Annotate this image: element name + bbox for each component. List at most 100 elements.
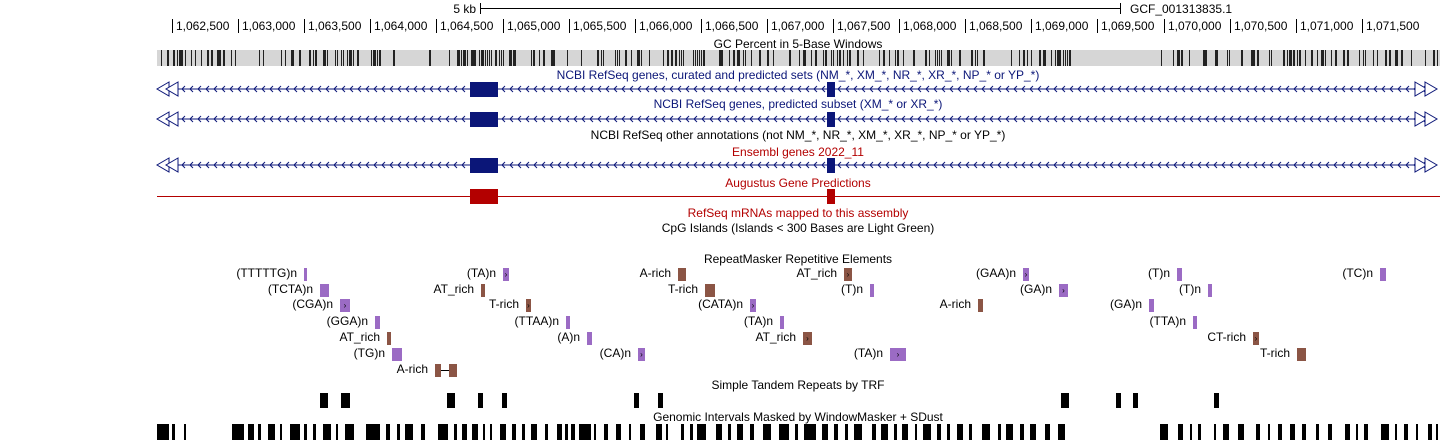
gc-percent-bar[interactable] xyxy=(325,50,326,66)
gc-percent-bar[interactable] xyxy=(263,50,264,66)
gc-percent-bar[interactable] xyxy=(743,50,744,66)
gc-percent-bar[interactable] xyxy=(509,50,511,66)
windowmasker-interval[interactable] xyxy=(594,424,596,440)
trf-repeat[interactable] xyxy=(1133,393,1138,408)
repeat-label[interactable]: (TA)n xyxy=(743,314,773,328)
windowmasker-interval[interactable] xyxy=(1290,424,1295,440)
windowmasker-interval[interactable] xyxy=(937,424,941,440)
gc-percent-bar[interactable] xyxy=(353,50,354,66)
gc-percent-bar[interactable] xyxy=(837,50,838,66)
gc-percent-bar[interactable] xyxy=(815,50,817,66)
repeat-element[interactable] xyxy=(304,268,307,281)
gc-percent-bar[interactable] xyxy=(693,50,694,66)
gc-percent-bar[interactable] xyxy=(219,50,221,66)
gc-percent-background[interactable] xyxy=(157,50,1440,66)
windowmasker-interval[interactable] xyxy=(1316,424,1319,440)
trf-repeat[interactable] xyxy=(502,393,507,408)
gc-percent-bar[interactable] xyxy=(539,50,540,66)
gc-percent-bar[interactable] xyxy=(631,50,632,66)
windowmasker-interval[interactable] xyxy=(750,424,754,440)
gc-percent-bar[interactable] xyxy=(201,50,202,66)
gc-percent-bar[interactable] xyxy=(773,50,774,66)
gc-percent-bar[interactable] xyxy=(185,50,186,66)
gc-percent-bar[interactable] xyxy=(959,50,961,66)
gc-percent-bar[interactable] xyxy=(879,50,880,66)
windowmasker-interval[interactable] xyxy=(157,424,169,440)
gc-percent-bar[interactable] xyxy=(223,50,225,66)
windowmasker-interval[interactable] xyxy=(834,424,838,440)
gc-percent-bar[interactable] xyxy=(895,50,896,66)
windowmasker-interval[interactable] xyxy=(1030,424,1036,440)
gc-percent-bar[interactable] xyxy=(1331,50,1332,66)
gc-percent-bar[interactable] xyxy=(481,50,483,66)
windowmasker-interval[interactable] xyxy=(1020,424,1024,440)
repeat-label[interactable]: (CA)n xyxy=(599,346,631,360)
gc-percent-bar[interactable] xyxy=(935,50,936,66)
repeat-element[interactable]: › xyxy=(1059,284,1068,297)
gc-percent-bar[interactable] xyxy=(161,50,162,66)
gc-percent-bar[interactable] xyxy=(457,50,459,66)
gene-exon[interactable] xyxy=(470,158,498,173)
gc-percent-bar[interactable] xyxy=(581,50,582,66)
continues-right-arrow[interactable] xyxy=(1424,157,1438,173)
gc-percent-bar[interactable] xyxy=(195,50,196,66)
gc-percent-bar[interactable] xyxy=(1287,50,1288,66)
windowmasker-interval[interactable] xyxy=(545,424,548,440)
repeat-label[interactable]: A-rich xyxy=(639,266,671,280)
repeat-element[interactable] xyxy=(678,268,686,281)
repeat-label[interactable]: (TG)n xyxy=(353,346,385,360)
ensembl-track-title[interactable]: Ensembl genes 2022_11 xyxy=(732,145,864,159)
repeat-label[interactable]: CT-rich xyxy=(1207,330,1246,344)
gc-percent-bar[interactable] xyxy=(285,50,286,66)
gc-percent-bar[interactable] xyxy=(1291,50,1292,66)
gene-exon[interactable] xyxy=(827,82,835,97)
gc-percent-bar[interactable] xyxy=(939,50,940,66)
gc-percent-bar[interactable] xyxy=(681,50,682,66)
windowmasker-interval[interactable] xyxy=(1436,424,1438,440)
repeat-label[interactable]: A-rich xyxy=(396,362,428,376)
repeat-element[interactable]: › xyxy=(803,332,812,345)
windowmasker-interval[interactable] xyxy=(232,424,244,440)
continues-right-arrow[interactable] xyxy=(1414,157,1428,173)
gc-percent-bar[interactable] xyxy=(373,50,375,66)
repeat-label[interactable]: (TCTA)n xyxy=(267,282,313,296)
windowmasker-interval[interactable] xyxy=(604,424,608,440)
repeat-element[interactable]: › xyxy=(844,268,852,281)
windowmasker-interval[interactable] xyxy=(323,424,331,440)
windowmasker-interval[interactable] xyxy=(1198,424,1201,440)
continues-right-arrow[interactable] xyxy=(1414,81,1428,97)
windowmasker-interval[interactable] xyxy=(957,424,963,440)
gc-percent-bar[interactable] xyxy=(625,50,627,66)
repeat-element[interactable]: › xyxy=(503,268,509,281)
gc-percent-bar[interactable] xyxy=(1385,50,1387,66)
windowmasker-interval[interactable] xyxy=(923,424,931,440)
gc-percent-bar[interactable] xyxy=(729,50,730,66)
gc-percent-bar[interactable] xyxy=(1325,50,1326,66)
windowmasker-interval[interactable] xyxy=(512,424,516,440)
repeat-label[interactable]: (T)n xyxy=(841,282,863,296)
gc-percent-bar[interactable] xyxy=(897,50,899,66)
gc-percent-bar[interactable] xyxy=(789,50,791,66)
trf-track-title[interactable]: Simple Tandem Repeats by TRF xyxy=(711,378,885,392)
augustus-exon[interactable] xyxy=(470,189,498,204)
gc-percent-bar[interactable] xyxy=(1203,50,1205,66)
gc-percent-bar[interactable] xyxy=(1365,50,1366,66)
windowmasker-interval[interactable] xyxy=(366,424,380,440)
gc-percent-bar[interactable] xyxy=(511,50,512,66)
gc-percent-bar[interactable] xyxy=(941,50,942,66)
repeat-element[interactable] xyxy=(780,316,784,329)
gc-percent-bar[interactable] xyxy=(291,50,293,66)
gc-percent-bar[interactable] xyxy=(617,50,618,66)
windowmasker-interval[interactable] xyxy=(500,424,506,440)
gc-percent-bar[interactable] xyxy=(1289,50,1291,66)
trf-repeat[interactable] xyxy=(634,393,639,408)
gc-percent-bar[interactable] xyxy=(377,50,378,66)
gc-percent-bar[interactable] xyxy=(1063,50,1064,66)
gc-percent-bar[interactable] xyxy=(619,50,620,66)
gc-percent-bar[interactable] xyxy=(1039,50,1041,66)
gc-percent-bar[interactable] xyxy=(503,50,504,66)
gc-percent-bar[interactable] xyxy=(847,50,848,66)
gc-percent-bar[interactable] xyxy=(601,50,602,66)
windowmasker-interval[interactable] xyxy=(268,424,275,440)
repeat-element[interactable] xyxy=(435,364,441,377)
